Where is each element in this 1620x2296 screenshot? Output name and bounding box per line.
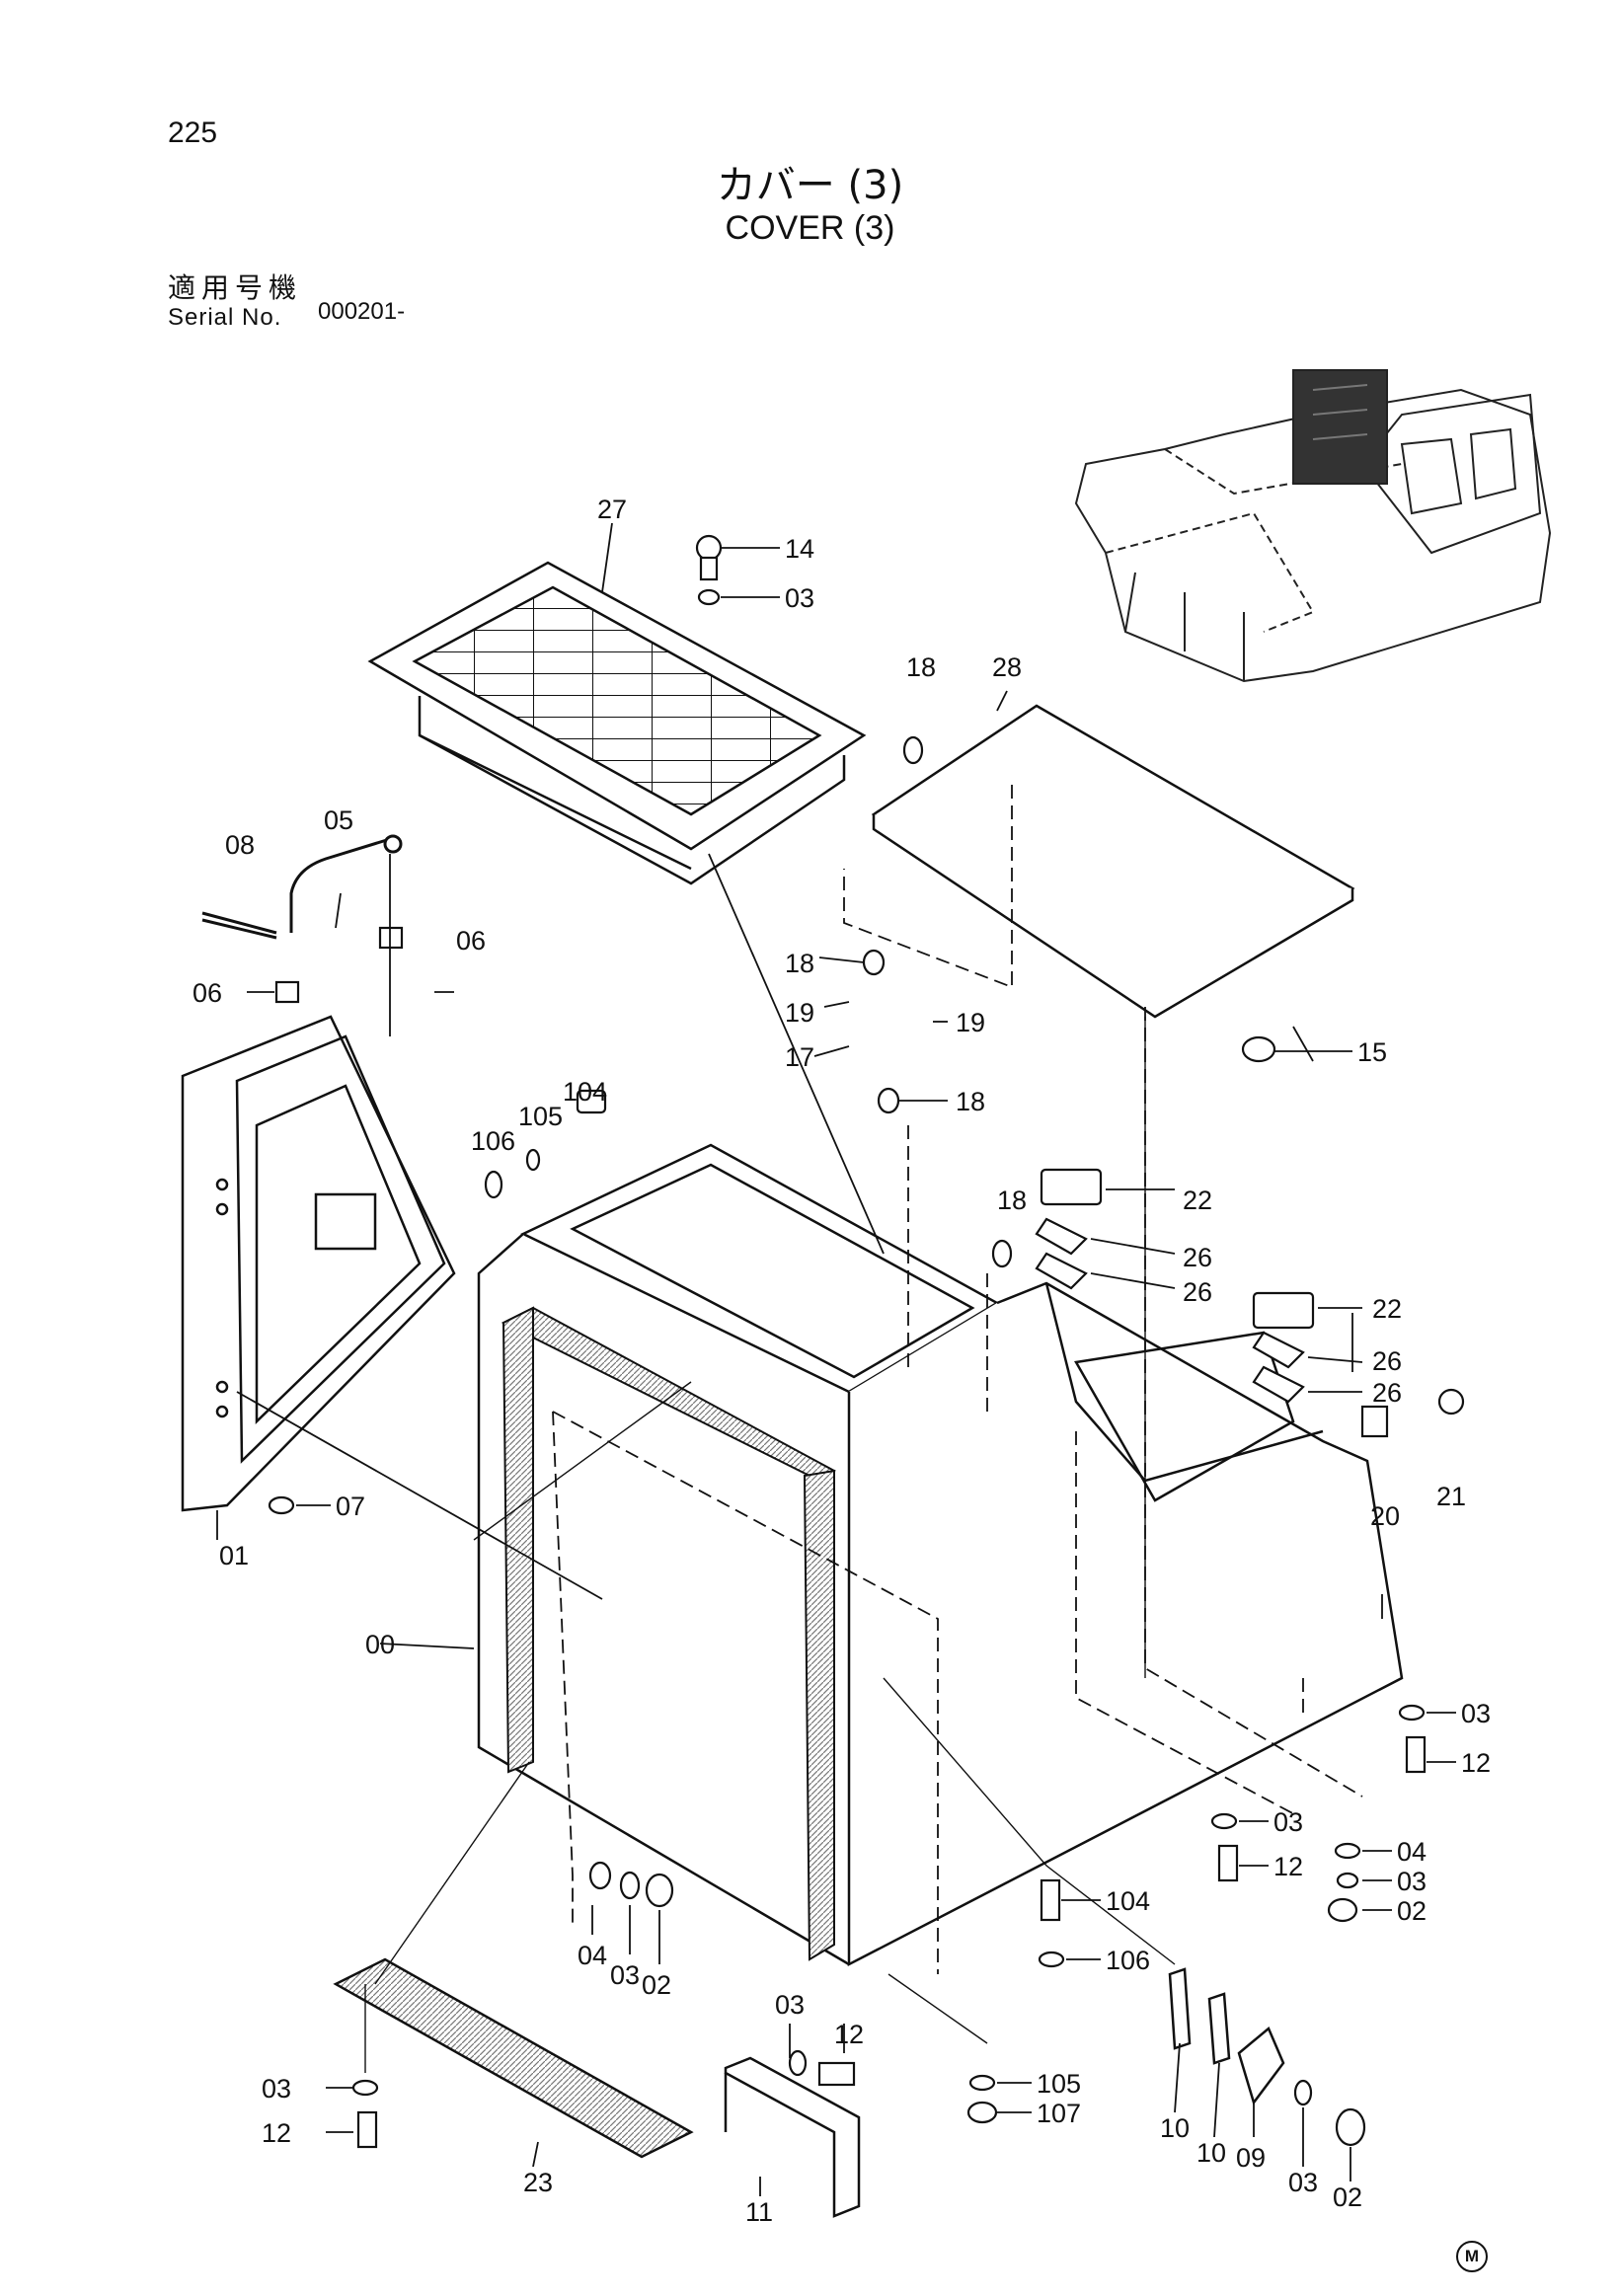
callout-04: 04 — [578, 1941, 607, 1970]
callout-09: 09 — [1236, 2143, 1266, 2173]
part-hinge-plates — [1168, 1967, 1285, 2105]
callout-07: 07 — [336, 1492, 365, 1521]
callout-26: 26 — [1183, 1243, 1212, 1272]
callout-18: 18 — [956, 1087, 985, 1116]
callout-12: 12 — [1461, 1748, 1491, 1778]
manufacturer-mark: M — [1456, 2241, 1488, 2272]
callout-18: 18 — [906, 652, 936, 682]
callout-10: 10 — [1196, 2138, 1226, 2168]
page-number: 225 — [168, 116, 218, 149]
part-bottom-bar — [333, 1957, 694, 2159]
callout-104: 104 — [1106, 1886, 1150, 1916]
callout-26: 26 — [1183, 1277, 1212, 1307]
callout-105: 105 — [1037, 2069, 1081, 2099]
callout-08: 08 — [225, 830, 255, 860]
callout-00: 00 — [365, 1630, 395, 1659]
callout-27: 27 — [597, 495, 627, 524]
part-grille — [367, 561, 867, 885]
callout-03: 03 — [1461, 1699, 1491, 1728]
callout-18: 18 — [997, 1186, 1027, 1215]
callout-18: 18 — [785, 949, 814, 978]
callout-01: 01 — [219, 1541, 249, 1570]
callout-26: 26 — [1372, 1346, 1402, 1376]
callout-02: 02 — [1333, 2182, 1362, 2212]
callout-20: 20 — [1370, 1501, 1400, 1531]
page-title-en: COVER (3) — [725, 209, 895, 247]
callout-23: 23 — [523, 2168, 553, 2197]
callout-22: 22 — [1183, 1186, 1212, 1215]
callout-19: 19 — [956, 1008, 985, 1037]
part-side-door — [181, 1015, 456, 1512]
callout-03: 03 — [1273, 1807, 1303, 1837]
leader-lines — [216, 522, 1456, 2196]
callout-26: 26 — [1372, 1378, 1402, 1408]
callout-02: 02 — [1397, 1896, 1427, 1926]
part-rod — [201, 834, 403, 940]
serial-value: 000201- — [318, 298, 406, 325]
callout-17: 17 — [785, 1042, 814, 1072]
callout-15: 15 — [1357, 1037, 1387, 1067]
part-bracket — [724, 2056, 861, 2218]
callout-11: 11 — [745, 2197, 773, 2227]
callout-02: 02 — [642, 1970, 671, 2000]
hardware — [268, 534, 1465, 2149]
callout-14: 14 — [785, 534, 814, 564]
callout-06: 06 — [456, 926, 486, 956]
callout-22: 22 — [1372, 1294, 1402, 1324]
callout-03: 03 — [785, 583, 814, 613]
callout-03: 03 — [1397, 1867, 1427, 1896]
machine-location-thumbnail — [1074, 369, 1552, 683]
serial-label-jp: 適用号機 — [168, 271, 303, 304]
page-title-jp: カバー (3) — [716, 163, 904, 208]
callout-12: 12 — [1273, 1852, 1303, 1881]
callout-104: 104 — [563, 1077, 607, 1107]
callout-28: 28 — [992, 652, 1022, 682]
callout-105: 105 — [518, 1102, 563, 1131]
part-main-cover — [477, 1143, 1404, 1967]
callout-labels: 27 14 03 18 28 08 05 06 06 18 19 19 17 1… — [193, 495, 1491, 2227]
part-top-plate — [871, 704, 1355, 1019]
callout-05: 05 — [324, 805, 353, 835]
callout-21: 21 — [1436, 1482, 1466, 1511]
callout-106: 106 — [1106, 1946, 1150, 1975]
part-gasket — [501, 1306, 836, 1961]
callout-04: 04 — [1397, 1837, 1427, 1867]
callout-19: 19 — [785, 998, 814, 1028]
callout-106: 106 — [471, 1126, 515, 1156]
callout-12: 12 — [262, 2118, 291, 2148]
callout-03: 03 — [610, 1960, 640, 1990]
callout-12: 12 — [834, 2020, 864, 2049]
callout-03: 03 — [262, 2074, 291, 2104]
callout-03: 03 — [775, 1990, 805, 2020]
serial-label-en: Serial No. — [168, 304, 282, 331]
callout-06: 06 — [193, 978, 222, 1008]
thin-axis-lines — [364, 1017, 1176, 2073]
callout-10: 10 — [1160, 2113, 1190, 2143]
callout-107: 107 — [1037, 2099, 1081, 2128]
callout-03: 03 — [1288, 2168, 1318, 2197]
